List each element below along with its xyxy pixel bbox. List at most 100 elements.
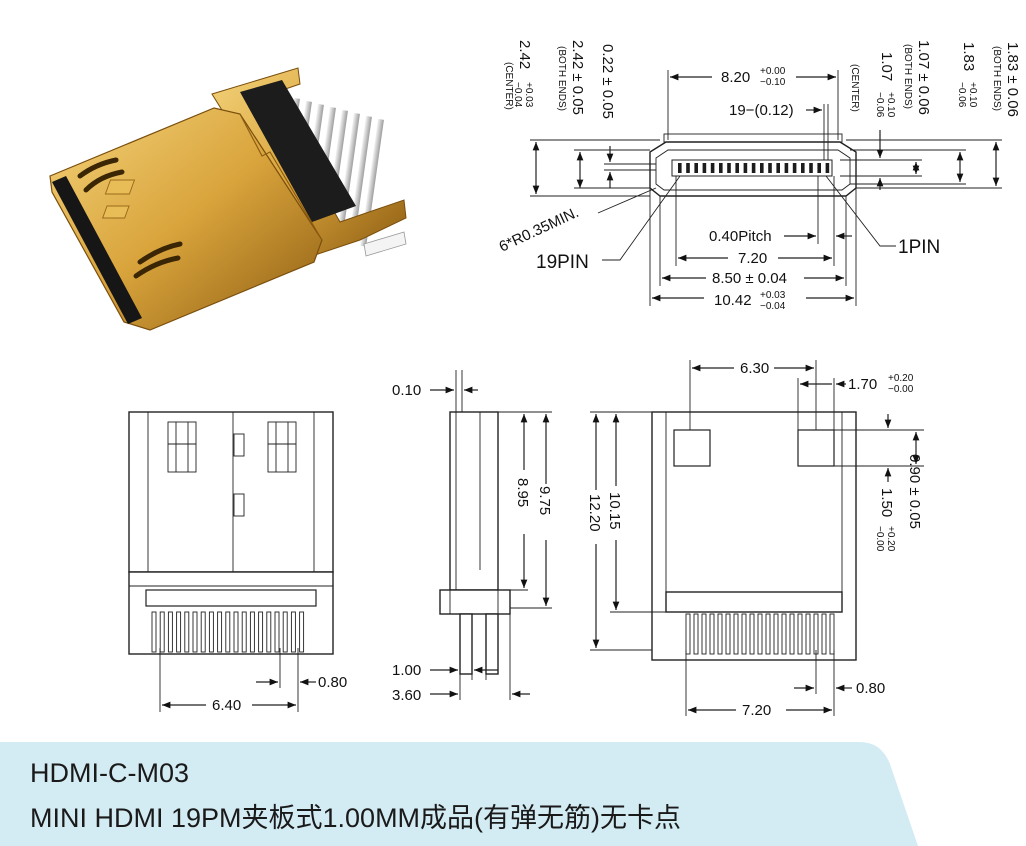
dim-board-thickness: 1.00 bbox=[392, 662, 421, 679]
bottom-pin bbox=[709, 613, 715, 655]
note-center-left: (CENTER) bbox=[503, 62, 514, 110]
dim-tab-width: 1.70 bbox=[848, 376, 877, 393]
bottom-pins bbox=[685, 613, 835, 655]
bottom-pin bbox=[741, 613, 747, 655]
dim-outer-ends: 1.83 ± 0.06 bbox=[1004, 42, 1021, 117]
dim-corner-radius: 6*R0.35MIN. bbox=[497, 204, 582, 256]
dim-outer-width-tol-minus: −0.04 bbox=[760, 301, 786, 312]
label-1pin: 1PIN bbox=[898, 237, 940, 258]
top-pin bbox=[200, 611, 206, 653]
dim-width-top-tol-minus: −0.10 bbox=[760, 77, 786, 88]
top-pins bbox=[151, 611, 305, 653]
top-pin bbox=[233, 611, 239, 653]
dim-outer-center-tol-plus: +0.10 bbox=[967, 82, 978, 108]
front-pin bbox=[751, 163, 756, 173]
top-pin bbox=[151, 611, 157, 653]
front-pin bbox=[768, 163, 772, 173]
dim-inner-center-tol-minus: −0.06 bbox=[874, 92, 885, 118]
top-pin bbox=[258, 611, 264, 653]
dim-outer-center-tol-minus: −0.06 bbox=[956, 82, 967, 108]
dim-outer-width: 10.42 bbox=[714, 292, 752, 309]
side-view: 0.10 8.95 9.75 1.00 3.60 bbox=[392, 370, 553, 704]
front-pin bbox=[678, 163, 682, 173]
dim-height-left-center-tol-minus: −0.04 bbox=[512, 82, 523, 108]
dim-tab-height: 0.90 ± 0.05 bbox=[906, 454, 923, 529]
dim-wall: 0.22 ± 0.05 bbox=[599, 44, 616, 119]
dim-inner-ends: 1.07 ± 0.06 bbox=[915, 40, 932, 115]
front-pin bbox=[784, 163, 789, 173]
bottom-pin bbox=[781, 613, 787, 655]
top-pin bbox=[299, 611, 305, 653]
front-pin bbox=[735, 163, 739, 173]
dim-tab-offset-tol-minus: −0.00 bbox=[874, 526, 885, 552]
front-pin bbox=[694, 163, 698, 173]
bottom-pin bbox=[733, 613, 739, 655]
front-pin bbox=[727, 163, 731, 173]
dim-pitch: 0.40Pitch bbox=[709, 228, 772, 245]
top-pin bbox=[176, 611, 182, 653]
note-center-right: (CENTER) bbox=[849, 64, 860, 112]
top-pin bbox=[159, 611, 165, 653]
dim-height-left-center-tol-plus: +0.03 bbox=[523, 82, 534, 108]
bottom-pin bbox=[797, 613, 803, 655]
bottom-pin bbox=[765, 613, 771, 655]
top-pin bbox=[266, 611, 272, 653]
dim-tab-offset: 1.50 bbox=[878, 488, 895, 517]
top-pin bbox=[282, 611, 288, 653]
label-19pin: 19PIN bbox=[536, 252, 589, 273]
bottom-pin bbox=[685, 613, 691, 655]
top-pin bbox=[290, 611, 296, 653]
bottom-pin bbox=[805, 613, 811, 655]
bottom-pin bbox=[829, 613, 835, 655]
front-pin bbox=[710, 163, 715, 173]
top-pin bbox=[208, 611, 214, 653]
front-pin bbox=[801, 163, 805, 173]
front-pin bbox=[817, 163, 821, 173]
product-description: MINI HDMI 19PM夹板式1.00MM成品(有弹无筋)无卡点 bbox=[30, 803, 682, 833]
top-pin bbox=[192, 611, 198, 653]
top-pin bbox=[241, 611, 247, 653]
note-both-ends-left: (BOTH ENDS) bbox=[556, 46, 567, 111]
dim-tab-offset-tol-plus: +0.20 bbox=[885, 526, 896, 552]
top-pin bbox=[274, 611, 280, 653]
top-view: 6.40 0.80 bbox=[128, 411, 347, 714]
dim-outer-center: 1.83 bbox=[960, 42, 977, 71]
dim-tab-width-tol-minus: −0.00 bbox=[888, 384, 914, 395]
dim-bottom-pin-span: 7.20 bbox=[742, 702, 771, 719]
front-pin bbox=[776, 163, 780, 173]
dim-overall-thickness: 3.60 bbox=[392, 687, 421, 704]
front-pins bbox=[678, 163, 830, 173]
front-pin bbox=[809, 163, 813, 173]
bottom-view: 6.30 1.70 +0.20 −0.00 0.90 ± 0.05 1.50 +… bbox=[586, 360, 924, 719]
front-pin bbox=[825, 163, 830, 173]
bottom-pin bbox=[757, 613, 763, 655]
dim-outer-width-tol-plus: +0.03 bbox=[760, 290, 786, 301]
front-view: 8.20 +0.00 −0.10 19−(0.12) 2.42 +0.03 −0… bbox=[497, 40, 1021, 312]
note-both-ends-mid: (BOTH ENDS) bbox=[902, 44, 913, 109]
model-number: HDMI-C-M03 bbox=[30, 758, 189, 788]
dim-shell-thickness: 0.10 bbox=[392, 382, 421, 399]
bottom-pin bbox=[773, 613, 779, 655]
dim-width-top-tol-plus: +0.00 bbox=[760, 66, 786, 77]
dim-outer-height: 12.20 bbox=[586, 494, 603, 532]
top-pin bbox=[225, 611, 231, 653]
front-pin bbox=[719, 163, 723, 173]
bottom-pin bbox=[789, 613, 795, 655]
dim-top-pin-pitch: 0.80 bbox=[318, 674, 347, 691]
dim-width-top: 8.20 bbox=[721, 69, 750, 86]
bottom-pin bbox=[813, 613, 819, 655]
dim-top-pin-span: 6.40 bbox=[212, 697, 241, 714]
note-both-ends-right: (BOTH ENDS) bbox=[991, 46, 1002, 111]
bottom-pin bbox=[821, 613, 827, 655]
dim-inner-center-tol-plus: +0.10 bbox=[885, 92, 896, 118]
photo-insulator bbox=[240, 80, 356, 222]
front-pin bbox=[743, 163, 748, 173]
dim-height-left-ends: 2.42 ± 0.05 bbox=[569, 40, 586, 115]
dim-pin-span-front: 7.20 bbox=[738, 250, 767, 267]
footer-band bbox=[0, 742, 918, 846]
connector-photo bbox=[49, 67, 407, 331]
top-pin bbox=[217, 611, 223, 653]
dim-inner-center: 1.07 bbox=[878, 52, 895, 81]
dim-inner-height: 10.15 bbox=[606, 492, 623, 530]
